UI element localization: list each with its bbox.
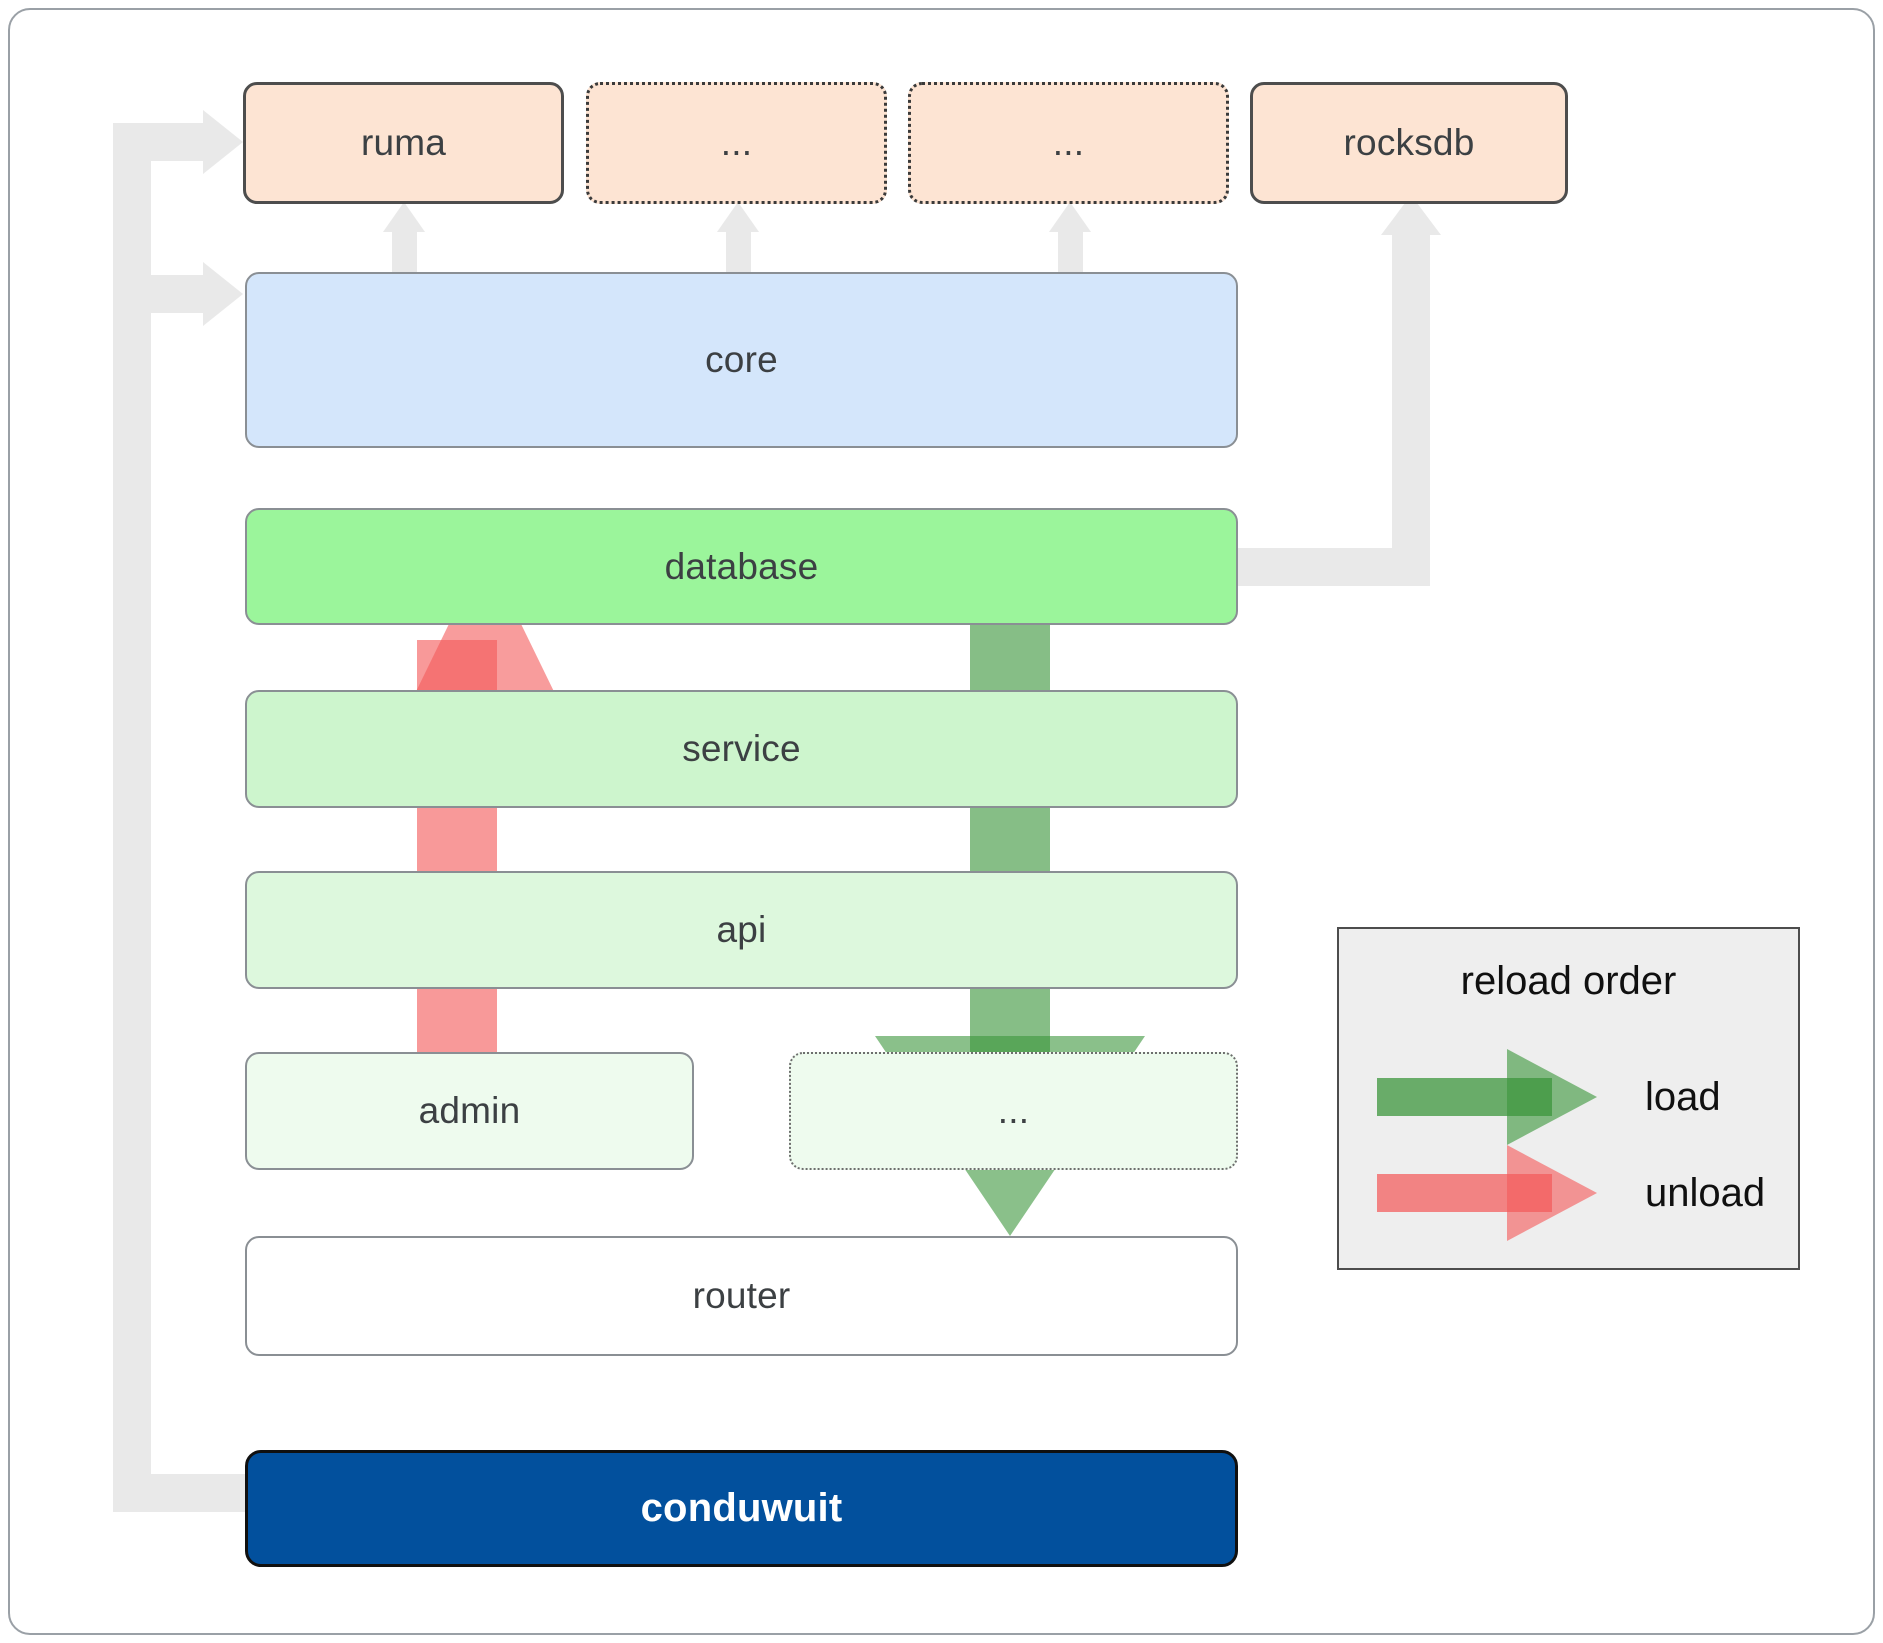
legend-panel: reload order load unload [1337, 927, 1800, 1270]
connector-database-to-rocksdb-vertical [1392, 230, 1430, 586]
connector-trunk-vertical [113, 130, 151, 1512]
dependency-label-etc-1: ... [720, 122, 753, 163]
legend-title: reload order [1460, 959, 1677, 1003]
legend-load-arrow-icon [1377, 1049, 1597, 1145]
layer-label-database: database [664, 545, 819, 587]
dependency-box-ruma[interactable]: ruma [243, 82, 564, 204]
dependency-box-etc-2[interactable]: ... [908, 82, 1229, 204]
layer-label-service: service [682, 728, 801, 769]
dependency-box-rocksdb[interactable]: rocksdb [1250, 82, 1568, 204]
layer-label-api: api [716, 909, 767, 950]
legend-label-unload: unload [1645, 1170, 1766, 1215]
binary-box-conduwuit[interactable]: conduwuit [245, 1450, 1238, 1567]
layer-box-router[interactable]: router [245, 1236, 1238, 1356]
diagram-frame [8, 8, 1875, 1635]
legend-load-head [1507, 1049, 1597, 1145]
dependency-box-etc-1[interactable]: ... [586, 82, 887, 204]
connector-to-conduwuit-horizontal [113, 1474, 248, 1512]
connector-branch-core [113, 275, 213, 313]
connector-arrow-ruma-icon [203, 110, 243, 174]
legend-row-load[interactable]: load [1377, 1049, 1721, 1145]
legend-unload-head [1507, 1145, 1597, 1241]
connector-arrow-core-to-dep3-icon [1049, 202, 1091, 232]
layer-label-etc: ... [997, 1090, 1030, 1131]
layer-box-etc[interactable]: ... [789, 1052, 1238, 1170]
connector-arrow-core-icon [203, 262, 243, 326]
legend-unload-arrow-icon [1377, 1145, 1597, 1241]
connector-arrow-core-to-dep2-icon [717, 202, 759, 232]
connector-core-to-ruma-stem [392, 230, 417, 275]
connector-core-to-dep2-stem [726, 230, 751, 275]
layer-box-admin[interactable]: admin [245, 1052, 694, 1170]
legend-label-load: load [1645, 1074, 1721, 1119]
dependency-label-etc-2: ... [1052, 122, 1085, 163]
dependency-label-ruma: ruma [360, 122, 447, 163]
connector-database-to-rocksdb-horizontal [1238, 548, 1411, 586]
binary-label-conduwuit: conduwuit [640, 1486, 843, 1530]
connector-arrow-core-to-ruma-icon [383, 202, 425, 232]
dependency-label-rocksdb: rocksdb [1343, 122, 1475, 163]
core-label: core [705, 339, 778, 380]
load-arrow-stem [970, 566, 1050, 1126]
layer-label-router: router [692, 1275, 791, 1316]
layer-box-database[interactable]: database [245, 508, 1238, 625]
layer-label-admin: admin [418, 1090, 521, 1131]
layer-box-api[interactable]: api [245, 871, 1238, 989]
connector-core-to-dep3-stem [1058, 230, 1083, 275]
connector-branch-ruma [113, 123, 213, 161]
core-box[interactable]: core [245, 272, 1238, 448]
legend-row-unload[interactable]: unload [1377, 1145, 1765, 1241]
layer-box-service[interactable]: service [245, 690, 1238, 808]
